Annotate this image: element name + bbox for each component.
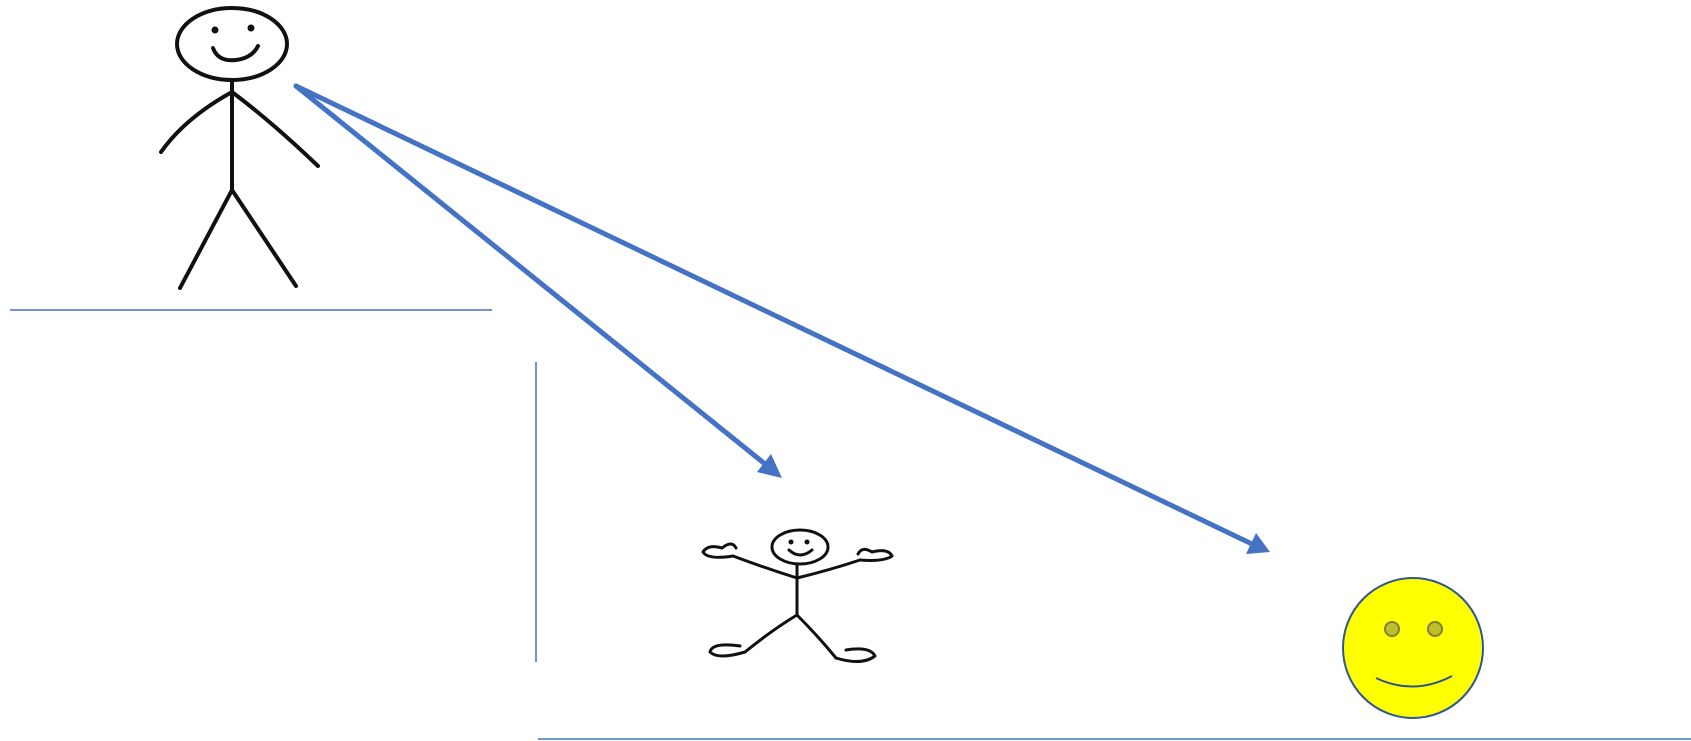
jumping-stick-figure-icon — [703, 530, 892, 662]
child-foot-left — [710, 645, 745, 656]
figure-arms — [161, 92, 318, 166]
figure-legs — [180, 190, 296, 288]
yellow-smiley-face-icon — [1343, 578, 1483, 718]
child-eye-right — [805, 540, 810, 545]
child-hand-right — [858, 549, 892, 560]
smiley-eye-right — [1428, 622, 1442, 636]
figure-eye-left — [212, 27, 219, 34]
child-head — [772, 530, 828, 564]
figure-head — [177, 8, 287, 80]
smiley-eye-left — [1385, 622, 1399, 636]
standing-stick-figure-icon — [161, 8, 318, 288]
child-legs — [745, 615, 836, 658]
child-mouth — [789, 550, 812, 555]
figure-mouth — [213, 46, 258, 60]
figure-eye-right — [248, 25, 255, 32]
child-hand-left — [703, 544, 736, 557]
smiley-face — [1343, 578, 1483, 718]
child-eye-left — [789, 540, 794, 545]
arrow-adult-to-smiley — [296, 86, 1270, 554]
child-foot-right — [836, 649, 875, 662]
